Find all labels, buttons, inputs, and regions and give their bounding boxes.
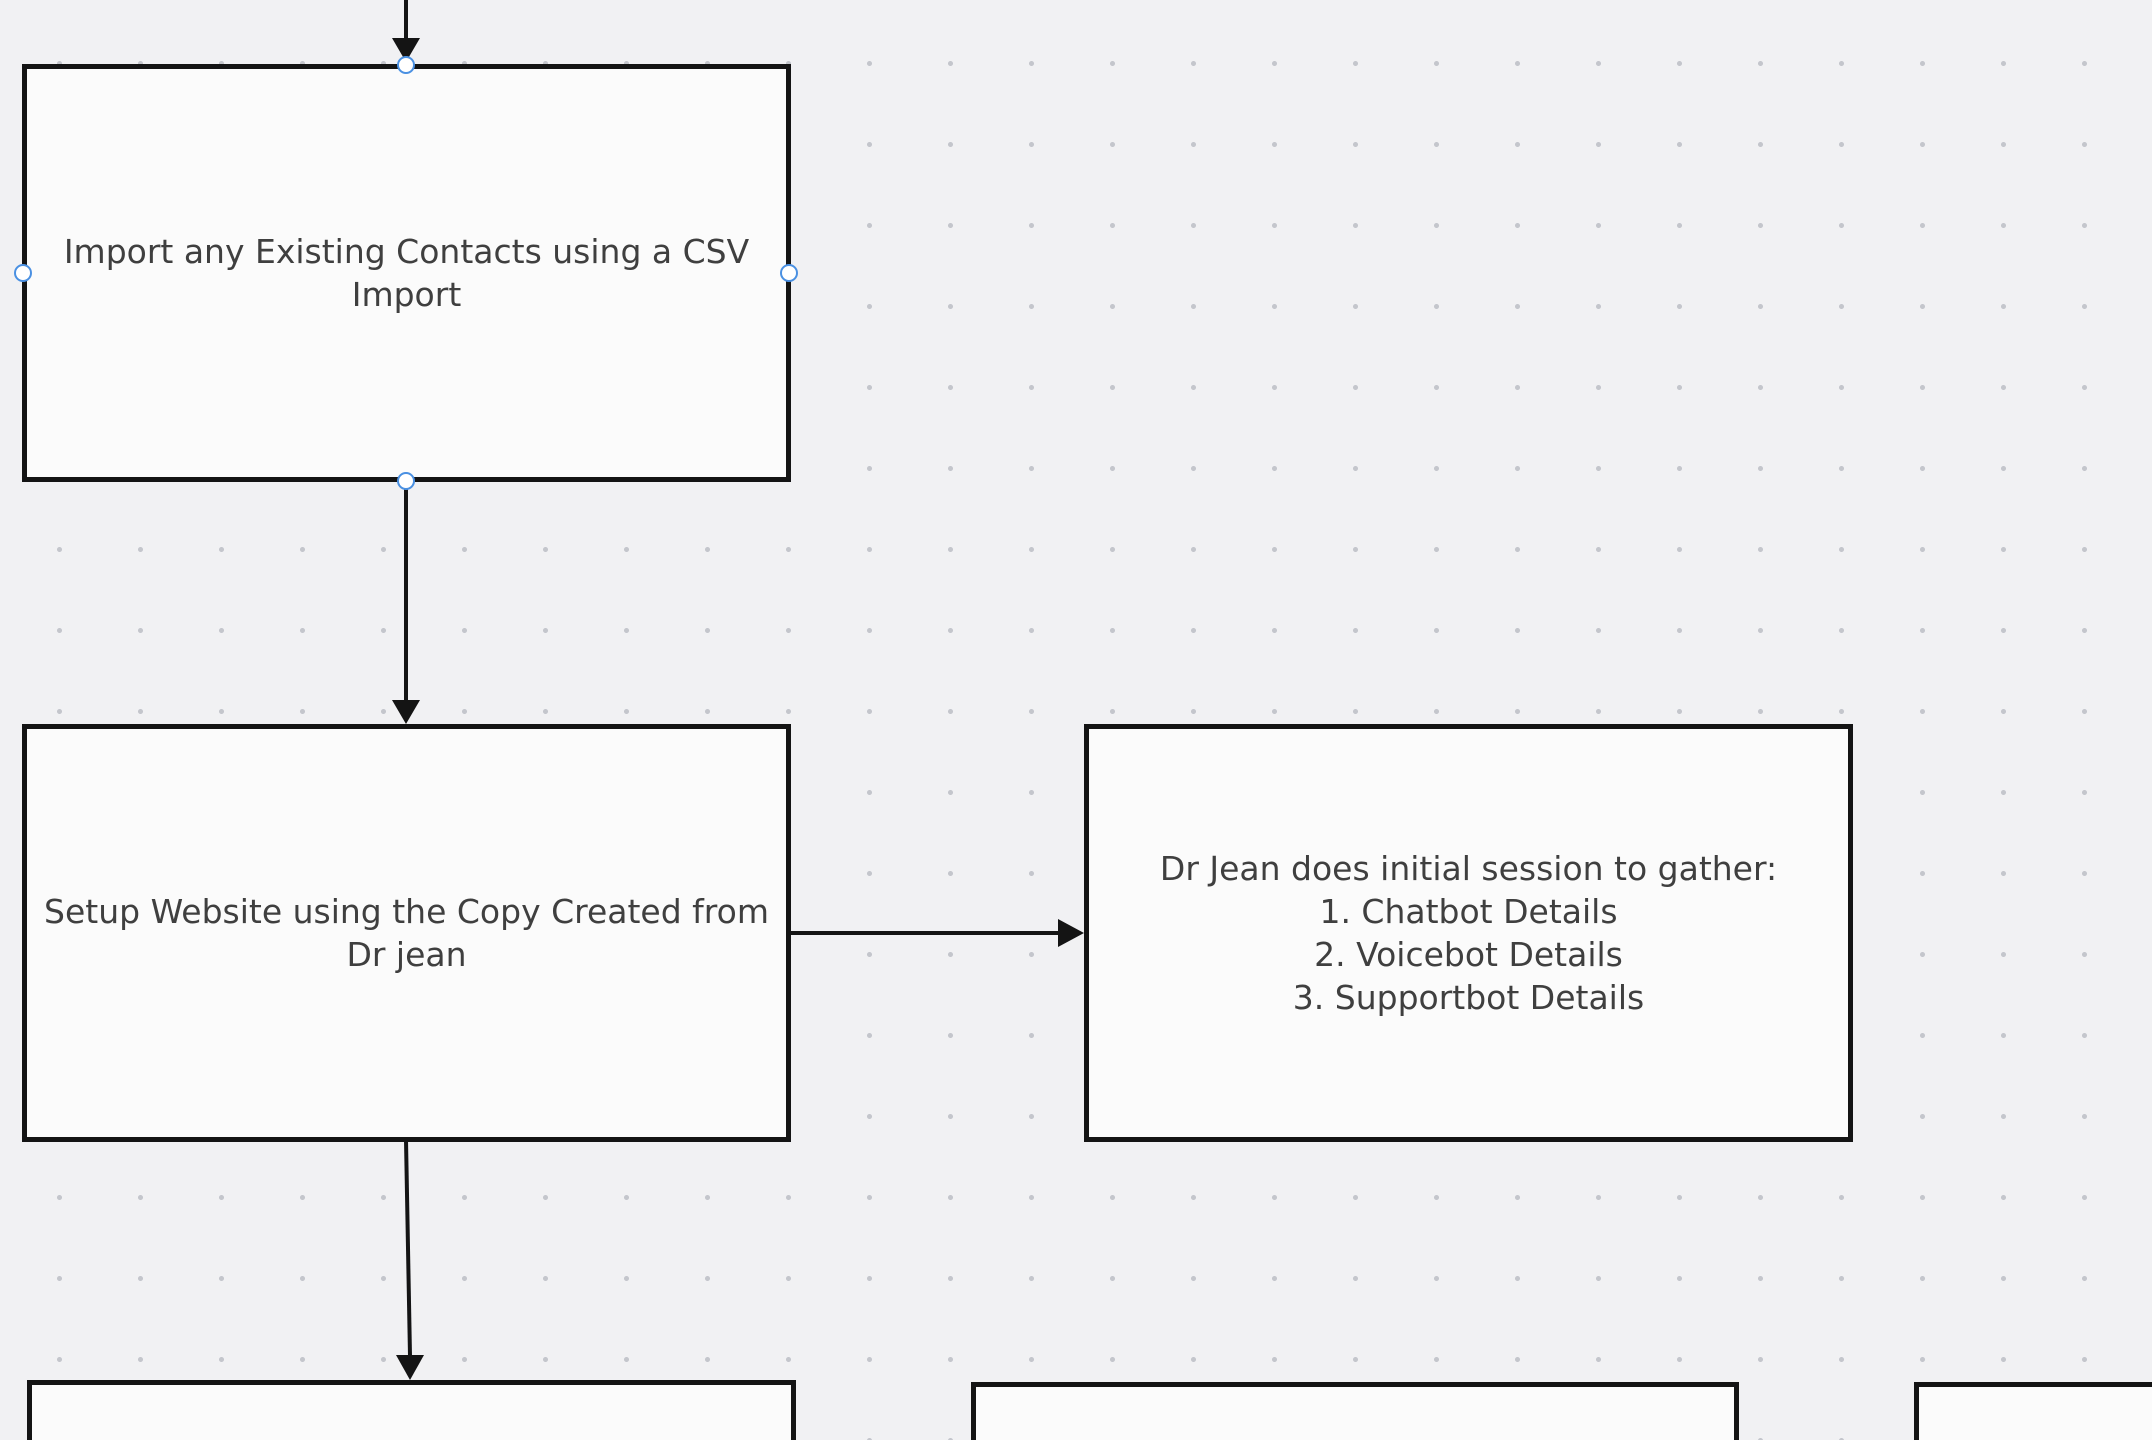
node-next-step-middle[interactable] xyxy=(971,1382,1739,1440)
node-next-step-right[interactable] xyxy=(1914,1382,2152,1440)
selection-handle-right[interactable] xyxy=(780,264,798,282)
node-import-contacts[interactable]: Import any Existing Contacts using a CSV… xyxy=(22,64,791,482)
arrowhead-into-next-step xyxy=(396,1355,424,1380)
node-import-contacts-label: Import any Existing Contacts using a CSV… xyxy=(63,232,750,314)
list-item-voicebot: 2. Voicebot Details xyxy=(1314,935,1623,974)
connector-website-to-next-step[interactable] xyxy=(404,1139,412,1357)
node-setup-website[interactable]: Setup Website using the Copy Created fro… xyxy=(22,724,791,1142)
node-next-step-left[interactable] xyxy=(27,1380,796,1440)
node-setup-website-label: Setup Website using the Copy Created fro… xyxy=(44,892,769,974)
list-item-chatbot: 1. Chatbot Details xyxy=(1319,892,1618,931)
selection-handle-top[interactable] xyxy=(397,56,415,74)
node-initial-session-content: Dr Jean does initial session to gather: … xyxy=(1160,847,1777,1019)
arrowhead-into-session xyxy=(1058,919,1084,947)
list-item-supportbot: 3. Supportbot Details xyxy=(1292,978,1645,1017)
selection-handle-left[interactable] xyxy=(14,264,32,282)
node-initial-session-intro: Dr Jean does initial session to gather: xyxy=(1159,849,1778,888)
selection-handle-bottom[interactable] xyxy=(397,472,415,490)
node-initial-session[interactable]: Dr Jean does initial session to gather: … xyxy=(1084,724,1853,1142)
node-initial-session-list: 1. Chatbot Details 2. Voicebot Details 3… xyxy=(1160,890,1777,1019)
arrowhead-into-website xyxy=(392,700,420,724)
